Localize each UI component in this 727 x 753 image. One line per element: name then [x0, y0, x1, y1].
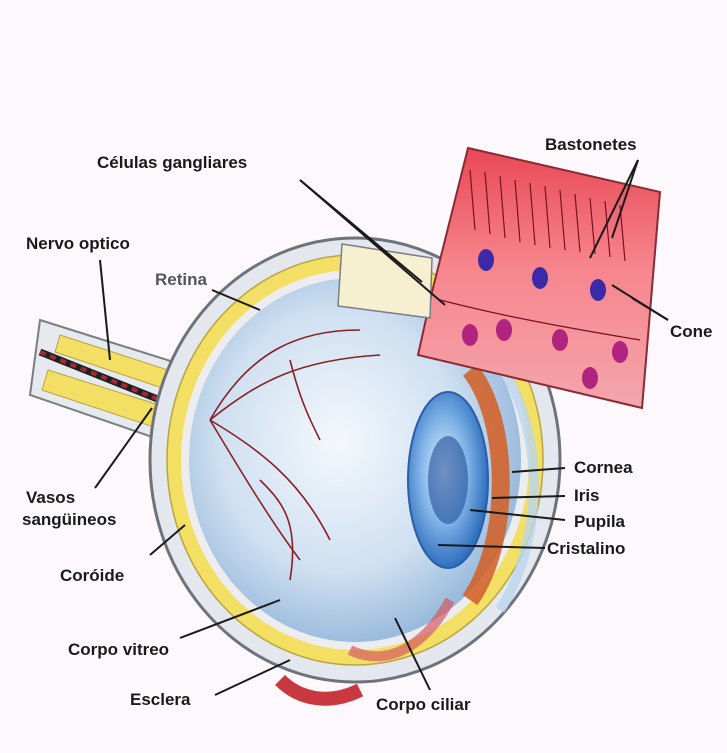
- label-nervo-optico: Nervo optico: [26, 234, 130, 254]
- label-bastonetes: Bastonetes: [545, 135, 637, 155]
- label-pupila: Pupila: [574, 512, 625, 532]
- label-retina: Retina: [155, 270, 207, 290]
- label-cone: Cone: [670, 322, 713, 342]
- label-vasos-line2: sangüineos: [22, 510, 116, 530]
- label-coroide: Coróide: [60, 566, 124, 586]
- label-cornea: Cornea: [574, 458, 633, 478]
- label-iris: Iris: [574, 486, 600, 506]
- label-corpo-ciliar: Corpo ciliar: [376, 695, 470, 715]
- label-esclera: Esclera: [130, 690, 191, 710]
- label-vasos-line1: Vasos: [26, 488, 75, 508]
- label-celulas-ganglionares: Células gangliares: [97, 153, 247, 173]
- label-cristalino: Cristalino: [547, 539, 625, 559]
- label-corpo-vitreo: Corpo vitreo: [68, 640, 169, 660]
